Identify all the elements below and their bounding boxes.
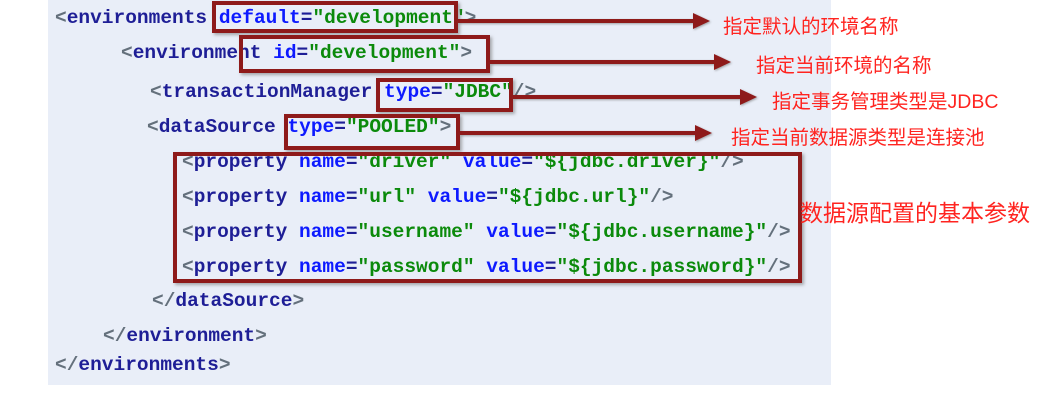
code-line: </environments> bbox=[55, 354, 231, 376]
arrow-head-icon bbox=[695, 125, 712, 141]
code-line: <environments default="development"> bbox=[55, 7, 477, 29]
annotation-current-env-name: 指定当前环境的名称 bbox=[756, 55, 932, 77]
code-line: <property name="username" value="${jdbc.… bbox=[182, 221, 791, 243]
code-panel-background bbox=[48, 0, 831, 385]
arrow-line bbox=[490, 60, 717, 64]
code-line: <property name="password" value="${jdbc.… bbox=[182, 256, 791, 278]
highlight-box-default-attr bbox=[212, 1, 458, 33]
highlight-box-datasource-type-attr bbox=[284, 114, 460, 150]
code-line: </environment> bbox=[103, 325, 267, 347]
annotation-datasource-basic-params: 数据源配置的基本参数 bbox=[800, 200, 1030, 226]
annotation-arrow-transaction-type bbox=[513, 89, 757, 105]
arrow-line bbox=[460, 131, 698, 135]
arrow-head-icon bbox=[714, 54, 731, 70]
code-line: <dataSource type="POOLED"> bbox=[147, 116, 452, 138]
arrow-head-icon bbox=[740, 89, 757, 105]
annotation-arrow-default bbox=[458, 13, 710, 29]
highlight-box-id-attr bbox=[239, 35, 490, 73]
arrow-line bbox=[458, 19, 696, 23]
code-line: <property name="driver" value="${jdbc.dr… bbox=[182, 151, 744, 173]
arrow-head-icon bbox=[693, 13, 710, 29]
annotation-arrow-id bbox=[490, 54, 731, 70]
highlight-box-property-lines bbox=[173, 152, 802, 283]
annotation-default-env-name: 指定默认的环境名称 bbox=[723, 16, 899, 38]
code-line: </dataSource> bbox=[152, 290, 305, 312]
arrow-line bbox=[513, 95, 743, 99]
code-line: <property name="url" value="${jdbc.url}"… bbox=[182, 186, 674, 208]
annotation-arrow-datasource-type bbox=[460, 125, 712, 141]
code-line: <environment id="development"> bbox=[121, 42, 473, 64]
annotation-transaction-type-jdbc: 指定事务管理类型是JDBC bbox=[772, 91, 999, 113]
annotation-datasource-pooled: 指定当前数据源类型是连接池 bbox=[731, 127, 985, 149]
highlight-box-transaction-type-attr bbox=[376, 78, 513, 112]
